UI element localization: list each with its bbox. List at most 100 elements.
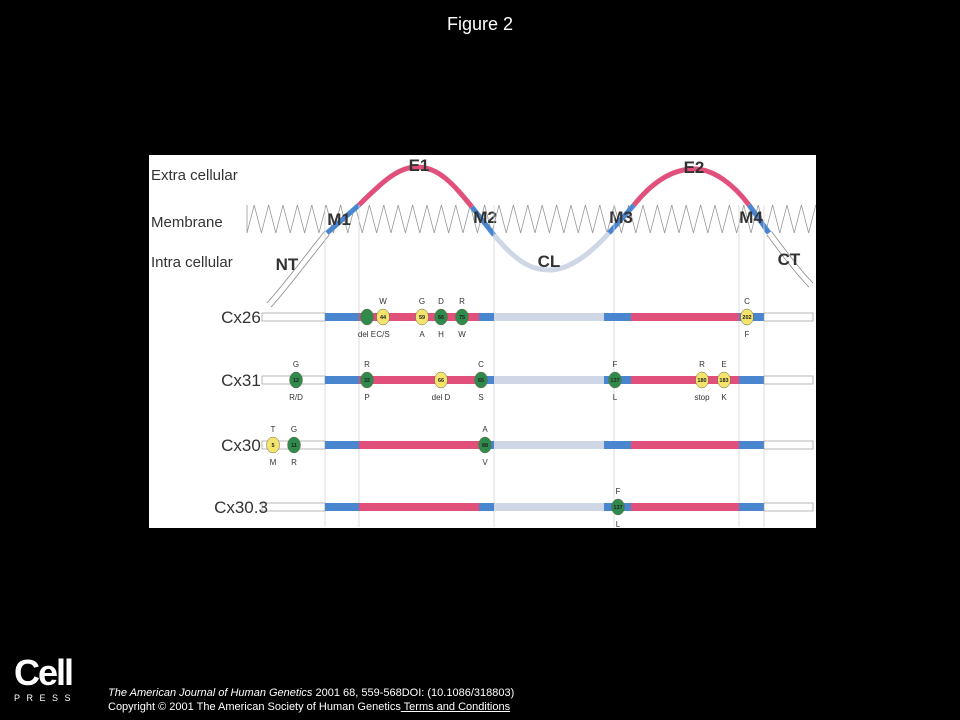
segment-label-m4: M4 (739, 208, 763, 227)
segment-label-m3: M3 (609, 208, 633, 227)
curve-m3 (607, 203, 636, 235)
bar-segment-0-3 (479, 313, 494, 321)
mutation-position: 66 (438, 315, 444, 321)
mutation-variant: S (478, 393, 483, 402)
mutation-marker (474, 371, 488, 389)
mutation-wildtype: A (482, 425, 488, 434)
bar-segment-2-5 (604, 441, 631, 449)
bar-segment-3-6 (631, 503, 739, 511)
segment-label-ct: CT (778, 250, 801, 269)
mutation-variant: R/D (289, 393, 303, 402)
mutation-position: 66 (438, 378, 444, 384)
mutation-marker (360, 371, 374, 389)
curve-e1 (357, 164, 474, 209)
copyright-text: Copyright © 2001 The American Society of… (108, 701, 401, 713)
logo-word: Cell (14, 652, 74, 693)
citation-details: 2001 68, 559-568DOI: (10.1086/318803) (312, 687, 515, 699)
mutation-variant: stop (694, 393, 710, 402)
segment-label-m1: M1 (327, 210, 351, 229)
mutation-marker (415, 308, 429, 326)
mutation-wildtype: R (364, 360, 370, 369)
bar-segment-3-7 (739, 503, 764, 511)
citation-block: The American Journal of Human Genetics 2… (108, 686, 514, 714)
mutation-position: 183 (719, 378, 728, 384)
bar-segment-1-8 (763, 375, 814, 385)
mutation-wildtype: G (419, 297, 425, 306)
mutation-marker (360, 308, 374, 326)
region-label-1: Membrane (151, 214, 223, 231)
mutation-position: 44 (380, 315, 387, 321)
mutation-position: 32 (364, 378, 370, 384)
mutation-wildtype: R (459, 297, 465, 306)
bar-segment-1-2 (359, 376, 479, 384)
cell-press-logo: Cell PRESS (14, 655, 80, 705)
mutation-marker (740, 308, 754, 326)
region-label-2: Intra cellular (151, 254, 233, 271)
curve-m1 (325, 203, 361, 235)
curve-ct (767, 231, 813, 287)
journal-name: The American Journal of Human Genetics (108, 687, 313, 699)
mutation-marker (717, 371, 731, 389)
bar-segment-0-8 (763, 312, 814, 322)
mutation-marker (266, 436, 280, 454)
mutation-variant: K (721, 393, 727, 402)
mutation-wildtype: F (613, 360, 618, 369)
bar-segment-2-8 (763, 440, 814, 450)
mutation-wildtype: G (291, 425, 297, 434)
mutation-marker (695, 371, 709, 389)
bar-segment-3-2 (359, 503, 479, 511)
mutation-position: 180 (697, 378, 706, 384)
bar-segment-1-7 (739, 376, 764, 384)
bar-segment-3-3 (479, 503, 494, 511)
mutation-wildtype: W (379, 297, 387, 306)
segment-label-cl: CL (538, 252, 561, 271)
mutation-variant: L (613, 393, 618, 402)
mutation-wildtype: D (438, 297, 444, 306)
segment-label-e1: E1 (409, 156, 430, 175)
mutation-position: 75 (459, 315, 465, 321)
mutation-position: 59 (419, 315, 425, 321)
bar-segment-2-2 (359, 441, 479, 449)
mutation-marker (376, 308, 390, 326)
mutation-wildtype: E (721, 360, 726, 369)
mutation-variant: W (458, 330, 466, 339)
curve-cl (492, 231, 611, 273)
segment-label-nt: NT (276, 255, 299, 274)
bar-segment-0-4 (494, 313, 604, 321)
mutation-position: 65 (478, 378, 484, 384)
protein-name-0: Cx26 (221, 308, 261, 327)
curve-nt (267, 231, 329, 307)
mutation-variant: M (270, 458, 277, 467)
bar-segment-1-6 (631, 376, 739, 384)
mutation-variant: P (364, 393, 369, 402)
bar-segment-0-6 (631, 313, 739, 321)
copyright-line: Copyright © 2001 The American Society of… (108, 700, 514, 714)
mutation-variant: H (438, 330, 444, 339)
citation-line: The American Journal of Human Genetics 2… (108, 686, 514, 700)
bar-segment-0-5 (604, 313, 631, 321)
bar-segment-1-1 (325, 376, 359, 384)
bar-segment-2-1 (325, 441, 359, 449)
mutation-position: 88 (482, 443, 488, 449)
terms-and-conditions-link[interactable]: Terms and Conditions (400, 701, 511, 713)
curve-e2 (632, 166, 751, 207)
bar-segment-3-1 (325, 503, 359, 511)
mutation-variant: C/S (376, 330, 389, 339)
bar-segment-2-7 (739, 441, 764, 449)
curve-m2 (470, 205, 496, 237)
figure-title: Figure 2 (446, 14, 514, 34)
mutation-wildtype: G (293, 360, 299, 369)
mutation-wildtype: F (616, 487, 621, 496)
mutation-variant: del E (358, 330, 376, 339)
mutation-variant: del D (432, 393, 451, 402)
segment-label-m2: M2 (473, 208, 497, 227)
region-label-0: Extra cellular (151, 167, 238, 184)
mutation-wildtype: C (478, 360, 484, 369)
protein-name-2: Cx30 (221, 436, 261, 455)
segment-label-e2: E2 (684, 158, 705, 177)
